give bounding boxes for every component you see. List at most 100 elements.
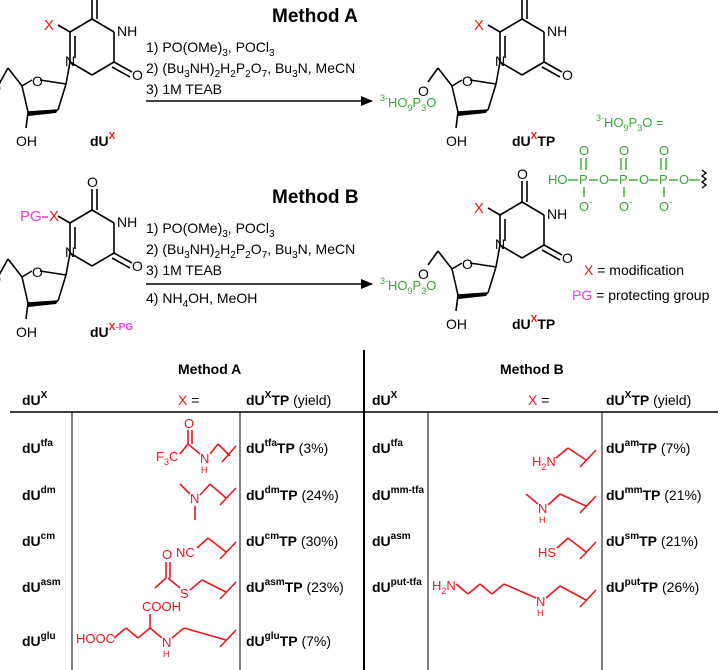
fragment-b-am: H2N <box>532 447 597 472</box>
svg-text:PG = protecting group: PG = protecting group <box>572 287 710 303</box>
svg-text:N: N <box>495 236 505 252</box>
svg-text:3-HO9P3O: 3-HO9P3O <box>380 276 436 296</box>
svg-text:X: X <box>474 17 484 34</box>
svg-text:COOH: COOH <box>142 599 181 614</box>
svg-text:O: O <box>619 143 629 158</box>
svg-text:dUXTP: dUXTP <box>512 131 555 149</box>
method-a-reactant: X O NH O N O HO OH dUX <box>0 0 143 149</box>
method-b-title: Method B <box>272 187 359 208</box>
svg-text:HO: HO <box>548 172 568 187</box>
svg-text:1) PO(OMe)3, POCl3: 1) PO(OMe)3, POCl3 <box>146 220 275 240</box>
svg-text:OH: OH <box>16 133 37 149</box>
row-b-name-tfa: dUtfa <box>372 438 403 456</box>
svg-text:1) PO(OMe)3, POCl3: 1) PO(OMe)3, POCl3 <box>146 39 275 59</box>
svg-text:4) NH4OH, MeOH: 4) NH4OH, MeOH <box>146 290 257 310</box>
svg-text:O: O <box>639 172 649 187</box>
fragment-a-cm: NC <box>176 537 237 560</box>
svg-text:NC: NC <box>176 545 195 560</box>
svg-text:O: O <box>184 416 194 431</box>
table-header-method-a: Method A <box>178 361 241 377</box>
row-b-name-put-tfa: dUput-tfa <box>372 577 422 595</box>
svg-text:dUXTP (yield): dUXTP (yield) <box>246 390 331 408</box>
svg-text:NH: NH <box>117 23 137 39</box>
svg-text:O: O <box>462 256 473 272</box>
row-b-name-mm-tfa: dUmm-tfa <box>372 485 424 503</box>
svg-text:O: O <box>579 143 589 158</box>
svg-text:N: N <box>190 491 199 506</box>
fragment-b-mm: NH <box>525 493 597 525</box>
svg-text:H: H <box>537 608 544 618</box>
svg-text:O: O <box>599 172 609 187</box>
row-b-yield-sm: dUsmTP (21%) <box>606 531 698 549</box>
fragment-a-tfa: F3C O NH <box>156 416 237 475</box>
svg-text:H: H <box>201 465 208 475</box>
svg-text:H2N: H2N <box>432 578 456 596</box>
method-b-reactant: PG X O NH O N O HO OH dUX-PG <box>0 174 143 340</box>
svg-text:HO: HO <box>0 80 1 96</box>
row-a-name-glu: dUglu <box>22 631 56 649</box>
row-b-yield-am: dUamTP (7%) <box>606 438 690 456</box>
svg-text:N: N <box>536 594 545 609</box>
svg-text:NH: NH <box>547 206 567 222</box>
row-a-name-asm: dUasm <box>22 577 61 595</box>
row-a-yield-tfa: dUtfaTP (3%) <box>246 438 328 456</box>
svg-text:N: N <box>65 244 75 260</box>
method-a-product: X O NH O N O O 3-HO9P3O OH dUXTP <box>380 0 573 149</box>
method-a-title: Method A <box>272 6 358 27</box>
svg-text:3-HO9P3O =: 3-HO9P3O = <box>596 113 664 133</box>
svg-text:H2N: H2N <box>532 454 556 472</box>
fragment-b-sm: HS <box>538 537 597 560</box>
svg-text:P: P <box>659 172 668 187</box>
svg-text:X = modification: X = modification <box>584 262 684 278</box>
svg-text:N: N <box>200 451 209 466</box>
svg-text:dUXTP: dUXTP <box>512 314 555 332</box>
row-a-yield-dm: dUdmTP (24%) <box>246 485 339 503</box>
svg-text:O: O <box>418 266 429 282</box>
svg-text:O-: O- <box>619 197 632 214</box>
svg-text:dUX-PG: dUX-PG <box>90 322 133 340</box>
svg-text:O-: O- <box>659 197 672 214</box>
svg-text:3) 1M TEAB: 3) 1M TEAB <box>146 81 222 97</box>
fragment-a-asm: O S <box>154 547 237 601</box>
row-a-name-tfa: dUtfa <box>22 438 53 456</box>
fragment-b-put: H2N NH <box>432 578 597 618</box>
svg-text:H: H <box>539 515 546 525</box>
svg-text:3-HO9P3O: 3-HO9P3O <box>380 93 436 113</box>
row-a-yield-asm: dUasmTP (23%) <box>246 577 344 595</box>
method-b-conditions: 1) PO(OMe)3, POCl3 2) (Bu3NH)2H2P2O7, Bu… <box>146 220 373 310</box>
svg-text:X =: X = <box>178 392 199 408</box>
legend: X = modification PG = protecting group <box>572 262 710 303</box>
svg-text:3) 1M TEAB: 3) 1M TEAB <box>146 262 222 278</box>
svg-text:OH: OH <box>16 324 37 340</box>
svg-text:2) (Bu3NH)2H2P2O7, Bu3N, MeCN: 2) (Bu3NH)2H2P2O7, Bu3N, MeCN <box>146 60 355 80</box>
svg-text:O: O <box>32 264 43 280</box>
row-a-yield-glu: dUgluTP (7%) <box>246 631 331 649</box>
svg-text:O: O <box>659 143 669 158</box>
svg-text:NH: NH <box>117 214 137 230</box>
reactant-label-a: dUX <box>90 131 116 149</box>
svg-text:HO: HO <box>0 271 1 287</box>
fragment-a-glu: HOOC COOH NH <box>76 599 237 659</box>
svg-text:H: H <box>163 649 170 659</box>
svg-text:O: O <box>87 174 98 190</box>
svg-text:OH: OH <box>446 316 467 332</box>
results-table: Method A Method B dUX X = dUXTP (yield) … <box>10 350 718 670</box>
svg-text:dUX: dUX <box>22 390 48 408</box>
svg-text:X =: X = <box>528 392 549 408</box>
svg-text:PG: PG <box>20 208 42 225</box>
svg-text:X: X <box>49 208 59 225</box>
svg-text:O: O <box>162 547 172 562</box>
svg-text:2) (Bu3NH)2H2P2O7, Bu3N, MeCN: 2) (Bu3NH)2H2P2O7, Bu3N, MeCN <box>146 241 355 261</box>
row-b-yield-put: dUputTP (26%) <box>606 577 699 595</box>
svg-text:N: N <box>162 635 171 650</box>
svg-text:O: O <box>562 250 573 266</box>
svg-text:N: N <box>495 53 505 69</box>
svg-text:OH: OH <box>446 133 467 149</box>
svg-text:P: P <box>619 172 628 187</box>
svg-text:HS: HS <box>538 545 556 560</box>
svg-text:O: O <box>562 67 573 83</box>
method-a-conditions: 1) PO(OMe)3, POCl3 2) (Bu3NH)2H2P2O7, Bu… <box>146 39 373 106</box>
svg-text:X: X <box>474 200 484 217</box>
svg-text:HOOC: HOOC <box>76 631 115 646</box>
